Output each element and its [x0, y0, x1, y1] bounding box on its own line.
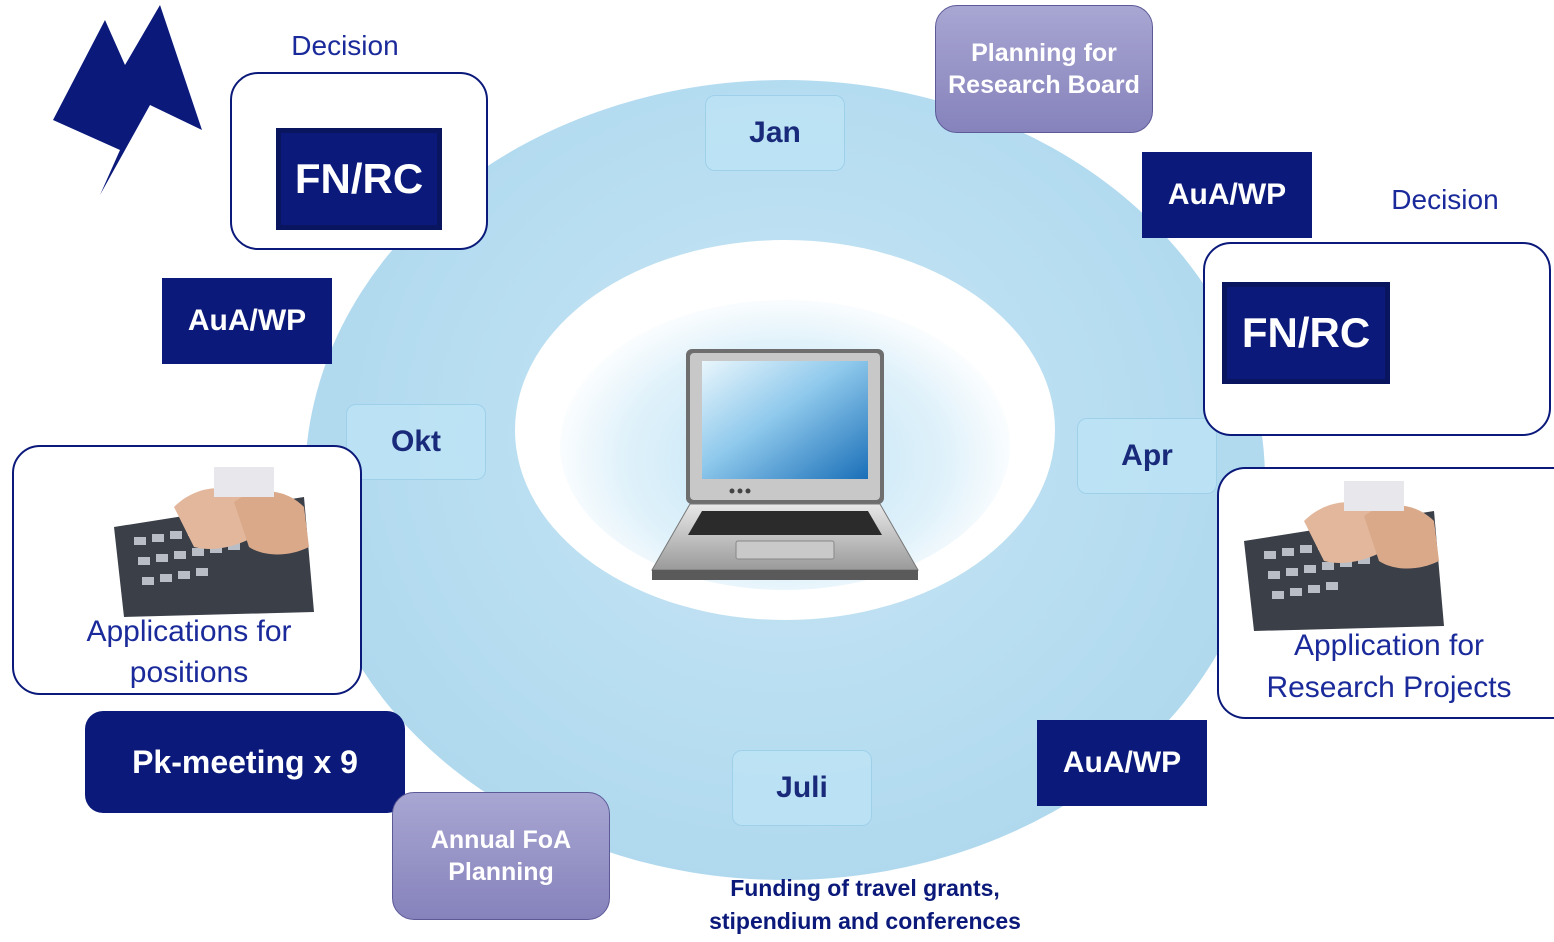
fnrc-box-left: FN/RC [276, 128, 442, 230]
planning-research-board-line1: Planning for [971, 38, 1117, 67]
month-juli: Juli [732, 750, 872, 826]
auawp-box-top-right: AuA/WP [1142, 152, 1312, 238]
month-okt: Okt [346, 404, 486, 480]
funding-text: Funding of travel grants, stipendium and… [640, 872, 1090, 939]
pk-meeting-box: Pk-meeting x 9 [85, 711, 405, 813]
laptop-icon [651, 349, 919, 580]
annual-foa-line1: Annual FoA [430, 825, 572, 854]
applications-projects-line1: Application for [1293, 629, 1485, 662]
applications-positions-box: Applications for positions [12, 445, 362, 695]
decision-label-left: Decision [291, 30, 399, 61]
fnrc-box-right: FN/RC [1222, 282, 1390, 384]
keyboard-typing-icon [114, 467, 314, 617]
auawp-box-bottom-right: AuA/WP [1037, 720, 1207, 806]
applications-positions-line1: Applications for [86, 615, 292, 648]
arrow-icon [53, 5, 202, 195]
auawp-box-left: AuA/WP [162, 278, 332, 364]
applications-projects-text: Application for Research Projects [1219, 625, 1554, 709]
keyboard-typing-icon [1244, 481, 1444, 631]
annual-foa-planning-box: Annual FoA Planning [392, 792, 610, 920]
decision-label-right: Decision [1391, 184, 1499, 215]
funding-line1: Funding of travel grants, [730, 875, 1000, 901]
applications-positions-line2: positions [129, 655, 249, 689]
funding-line2: stipendium and conferences [709, 908, 1021, 935]
month-apr: Apr [1077, 418, 1217, 494]
month-jan: Jan [705, 95, 845, 171]
annual-foa-line2: Planning [448, 858, 554, 886]
applications-positions-text: Applications for positions [14, 612, 364, 693]
applications-projects-line2: Research Projects [1266, 671, 1512, 704]
applications-projects-box: Application for Research Projects [1217, 467, 1554, 719]
planning-research-board-line2: Research Board [948, 71, 1140, 99]
planning-research-board-box: Planning for Research Board [935, 5, 1153, 133]
